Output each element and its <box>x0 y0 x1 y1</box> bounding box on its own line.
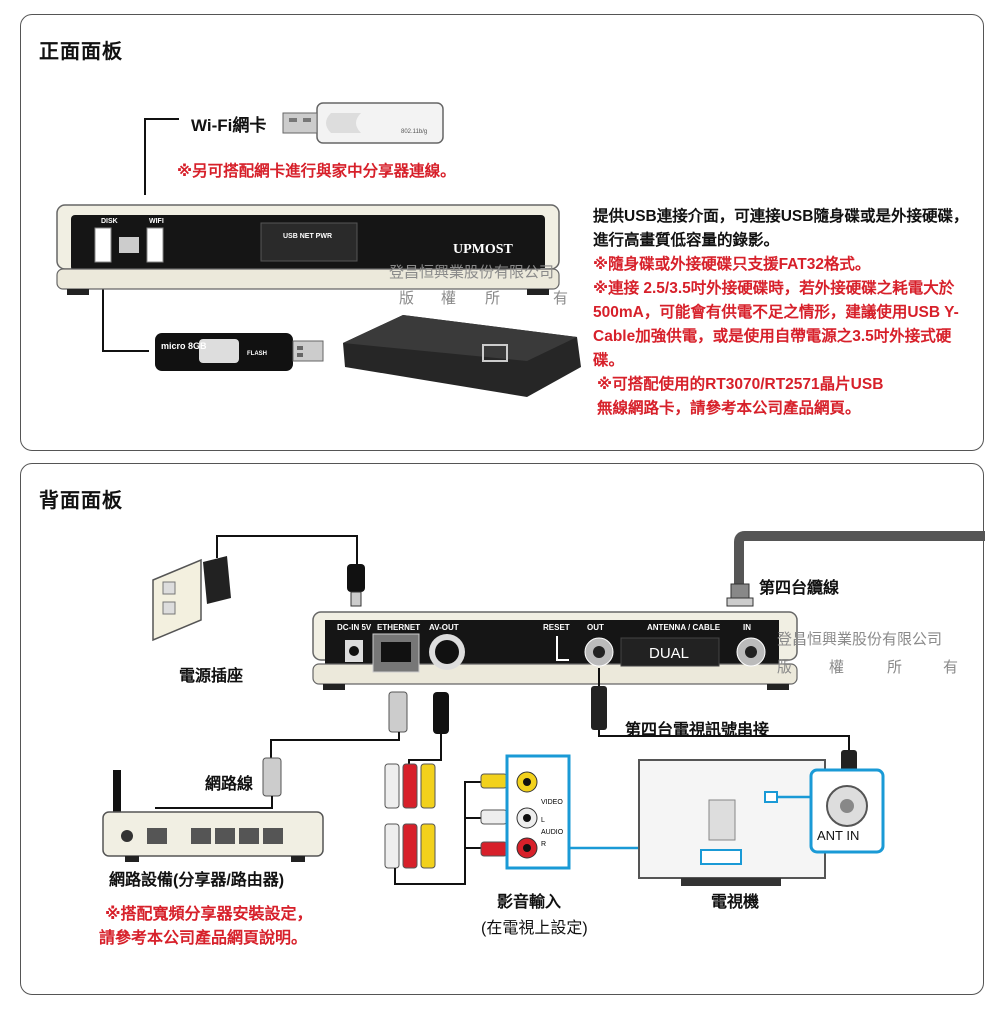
watermark-company: 登昌恒興業股份有限公司 <box>389 264 555 281</box>
network-cable-line <box>270 732 400 758</box>
usb-note-power: ※連接 2.5/3.5吋外接硬碟時，若外接硬碟之耗電大於500mA，可能會有供電… <box>593 280 959 369</box>
back-panel-title: 背面面板 <box>39 490 123 512</box>
disk-port-label: DISK <box>101 218 118 225</box>
tv-series-label: 第四台電視訊號串接 <box>625 722 770 739</box>
audio-label: AUDIO <box>541 829 564 836</box>
power-outlet-label: 電源插座 <box>179 668 244 685</box>
power-outlet-illustration <box>152 556 231 642</box>
back-panel-section: 背面面板 <box>20 463 985 995</box>
watermark-company-back: 登昌恒興業股份有限公司 <box>777 631 943 648</box>
ethernet-port-label: ETHERNET <box>377 623 420 632</box>
watermark-rights-3: 所 <box>485 290 501 307</box>
display-text: USB NET PWR <box>283 233 332 240</box>
in-label: IN <box>743 623 751 632</box>
usb-description: 提供USB連接介面，可連接USB隨身碟或是外接硬碟，進行高畫質低容量的錄影。 <box>593 208 969 249</box>
dc-in-label: DC-IN 5V <box>337 623 372 632</box>
audio-l-label: L <box>541 817 545 824</box>
stb-front-device <box>56 204 560 295</box>
svg-text:802.11b/g: 802.11b/g <box>401 129 427 135</box>
wifi-dongle-illustration: 802.11b/g <box>282 102 444 144</box>
antenna-cable-label: ANTENNA / CABLE <box>647 623 721 632</box>
stb-back-device <box>312 611 798 690</box>
flash-brand: FLASH <box>247 351 267 357</box>
reset-label: RESET <box>543 623 570 632</box>
watermark-rights-2: 權 <box>441 290 457 307</box>
external-hdd <box>343 315 581 397</box>
brand-logo: UPMOST <box>453 242 514 257</box>
wifi-port-label: WIFI <box>149 218 164 225</box>
usb-connector-line <box>102 287 149 352</box>
av-input-label: 影音輸入 <box>497 894 562 911</box>
network-note-line1: ※搭配寬頻分享器安裝設定， <box>105 906 313 923</box>
wifi-connector-line <box>144 118 179 195</box>
front-panel-illustration: 802.11b/g DISK WIFI USB NET PWR UPMOST m… <box>56 102 581 397</box>
out-label: OUT <box>587 623 604 632</box>
network-note-line2: 請參考本公司產品網頁說明。 <box>99 930 308 947</box>
ant-in-label: ANT IN <box>817 828 860 843</box>
audio-r-label: R <box>541 841 546 848</box>
wifi-card-label: Wi-Fi網卡 <box>191 116 267 135</box>
power-cable-line <box>216 535 358 564</box>
front-panel-section: 正面面板 802.11b/g DISK WIFI USB NET <box>20 14 984 451</box>
watermark-back-rights-2: 權 <box>829 659 845 676</box>
dual-logo: DUAL <box>649 645 689 662</box>
watermark-back-rights-1: 版 <box>777 659 793 676</box>
watermark-rights-4: 有 <box>553 290 569 307</box>
av-input-sublabel: (在電視上設定) <box>481 920 588 937</box>
tv-illustration <box>638 759 826 886</box>
watermark-back-rights-4: 有 <box>943 659 959 676</box>
router-illustration <box>102 770 324 862</box>
cable-tv-label: 第四台纜線 <box>759 580 840 597</box>
network-cable-label: 網路線 <box>205 776 254 793</box>
tv-label: 電視機 <box>711 894 760 911</box>
usb-flash-drive <box>155 333 324 371</box>
usb-note-fat32: ※隨身碟或外接硬碟只支援FAT32格式。 <box>593 256 871 273</box>
watermark-back-rights-3: 所 <box>887 659 903 676</box>
av-jack-panel <box>505 754 571 870</box>
flash-capacity: micro 8GB <box>161 341 207 351</box>
rca-cable-illustration <box>384 763 508 885</box>
front-panel-title: 正面面板 <box>39 41 123 63</box>
av-out-port-label: AV-OUT <box>429 623 459 632</box>
network-device-label: 網路設備(分享器/路由器) <box>109 872 285 889</box>
usb-note-wifi-chip: ※可搭配使用的RT3070/RT2571晶片USB無線網路卡，請參考本公司產品網… <box>597 376 884 417</box>
watermark-rights-1: 版 <box>399 290 415 307</box>
wifi-note: ※另可搭配網卡進行與家中分享器連線。 <box>177 163 456 180</box>
cable-tv-line <box>734 531 985 596</box>
back-panel-illustration: DC-IN 5V ETHERNET AV-OUT RESET OUT ANTEN… <box>102 531 985 886</box>
video-jack-label: VIDEO <box>541 799 563 806</box>
